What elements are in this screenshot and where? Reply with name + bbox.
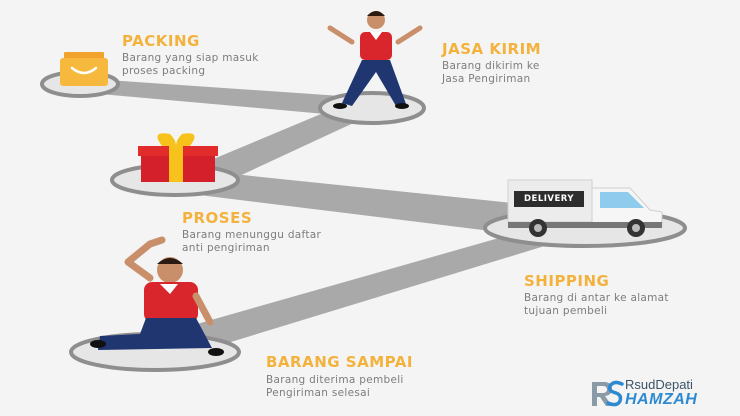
step-desc-line: Barang yang siap masuk (122, 52, 259, 64)
cheering-man-icon (90, 236, 224, 356)
step-desc-line: proses packing (122, 65, 206, 77)
delivery-truck-icon (507, 179, 663, 237)
step-desc-line: Barang menunggu daftar (182, 229, 322, 241)
step-desc-line: anti pengiriman (182, 242, 270, 254)
logo-text-bottom: HAMZAH (625, 391, 698, 408)
step-title-jasa-kirim: JASA KIRIM (442, 40, 542, 58)
hospital-logo: RsudDepati HAMZAH (588, 376, 738, 412)
rs-logo-mark-icon (592, 380, 624, 407)
step-title-barang-sampai: BARANG SAMPAI (266, 353, 413, 371)
step-desc-line: Pengiriman selesai (266, 387, 371, 399)
step-desc-packing: Barang yang siap masuk proses packing (122, 52, 259, 78)
step-title-packing: PACKING (122, 32, 200, 50)
step-desc-line: Barang di antar ke alamat (524, 292, 669, 304)
step-desc-proses: Barang menunggu daftar anti pengiriman (182, 229, 321, 255)
step-desc-line: tujuan pembeli (524, 305, 608, 317)
logo-text-top: RsudDepati (625, 377, 693, 392)
courier-man-icon (327, 11, 423, 109)
step-desc-line: Jasa Pengiriman (442, 73, 531, 85)
step-desc-line: Barang dikirim ke (442, 60, 540, 72)
truck-label: DELIVERY (523, 194, 575, 204)
package-box-icon (60, 52, 108, 86)
step-desc-jasa-kirim: Barang dikirim ke Jasa Pengiriman (442, 60, 540, 86)
step-title-shipping: SHIPPING (524, 272, 610, 290)
step-title-proses: PROSES (182, 209, 253, 227)
step-desc-barang-sampai: Barang diterima pembeli Pengiriman seles… (266, 374, 404, 400)
step-desc-line: Barang diterima pembeli (266, 374, 404, 386)
flow-path (78, 78, 610, 356)
gift-box-icon (138, 133, 218, 182)
step-desc-shipping: Barang di antar ke alamat tujuan pembeli (524, 292, 669, 318)
